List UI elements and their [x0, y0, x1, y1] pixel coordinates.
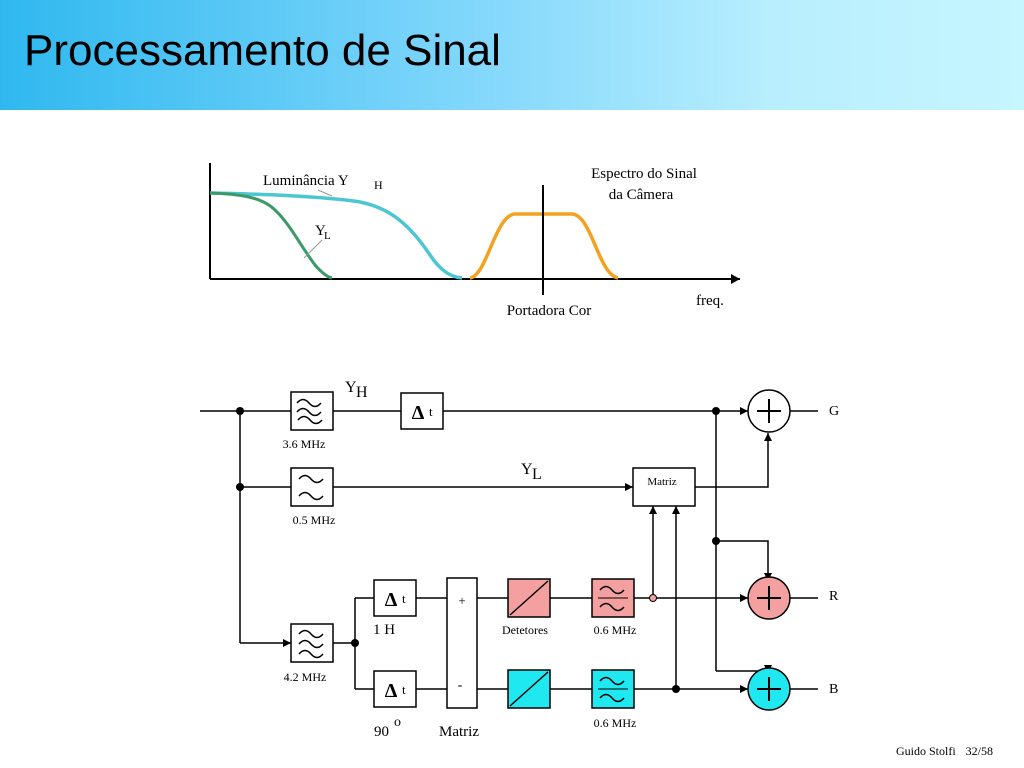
junctions: [236, 407, 720, 693]
yl-subscript: L: [532, 466, 542, 483]
junction-dot: [236, 407, 244, 415]
yl-label: Y: [521, 461, 533, 478]
delay-90: Δ t: [373, 670, 417, 708]
filter-0-5-label: 0.5 MHz: [293, 513, 336, 527]
filter-0-6-bottom-label: 0.6 MHz: [594, 716, 637, 730]
junction-dot: [351, 639, 359, 647]
filter-4-2-label: 4.2 MHz: [284, 670, 327, 684]
junction-dot: [712, 537, 720, 545]
delay-1h: Δ t: [373, 579, 417, 617]
filter-0-6-top-label: 0.6 MHz: [594, 623, 637, 637]
detector-bottom: [507, 669, 551, 709]
luminance-yl-curve: [209, 191, 333, 280]
luminance-yh-curve: [209, 191, 463, 280]
yl-spectrum-subscript: L: [324, 230, 331, 242]
slide-title: Processamento de Sinal: [24, 26, 501, 75]
ninety-label: 90: [374, 724, 389, 740]
camera-spectrum-label-line1: Espectro do Sinal: [591, 166, 697, 182]
delay-90-t: t: [402, 682, 406, 697]
camera-spectrum-label-line2: da Câmera: [609, 187, 674, 203]
title-bar: Processamento de Sinal: [0, 0, 1024, 110]
adder-b: [747, 667, 791, 711]
degree-label: o: [394, 715, 401, 730]
sum-difference-matrix: + -: [446, 577, 478, 709]
filter-3-6mhz: [290, 391, 334, 431]
matrix-plus-sign: +: [458, 593, 465, 608]
junction-dot-r: [649, 594, 657, 602]
yl-spectrum-label: Y: [315, 223, 326, 239]
output-r-label: R: [829, 589, 839, 604]
luminance-leader-line: [317, 189, 333, 197]
delay-90-symbol: Δ: [385, 680, 398, 702]
junction-dot: [236, 483, 244, 491]
junction-dot: [672, 685, 680, 693]
adder-r: [747, 576, 791, 620]
detector-top: [507, 578, 551, 618]
freq-label: freq.: [696, 293, 724, 309]
delay-yh-t: t: [429, 404, 433, 419]
spectrum-graph: Luminância Y H Y L Espectro do Sinal da …: [209, 163, 740, 319]
yh-label: Y: [345, 379, 357, 396]
block-diagram: [200, 407, 818, 693]
filter-0-5mhz: [290, 467, 334, 507]
delay-yh-symbol: Δ: [412, 402, 425, 424]
output-b-label: B: [829, 682, 838, 697]
filter-0-6mhz-bottom: [591, 669, 635, 709]
luminance-label: Luminância Y: [263, 173, 349, 189]
output-matrix-label: Matriz: [647, 476, 676, 488]
footer-page: 32/58: [965, 744, 994, 758]
carrier-label: Portadora Cor: [507, 303, 592, 319]
one-h-label: 1 H: [373, 622, 395, 638]
matrix-label: Matriz: [439, 724, 479, 740]
spectrum-x-axis-arrow: [731, 274, 740, 284]
filter-3-6-label: 3.6 MHz: [283, 437, 326, 451]
filter-4-2mhz: [290, 623, 334, 663]
footer: Guido Stolfi 32/58: [896, 744, 1003, 759]
detectors-label: Detetores: [502, 623, 548, 637]
delay-yh: Δ t: [400, 392, 444, 430]
delay-1h-t: t: [402, 591, 406, 606]
luminance-subscript: H: [374, 178, 383, 192]
junction-dot: [712, 407, 720, 415]
yl-leader-line: [303, 239, 323, 259]
footer-author: Guido Stolfi: [896, 744, 956, 758]
yh-subscript: H: [356, 384, 368, 401]
adder-g: [747, 389, 791, 433]
delay-1h-symbol: Δ: [385, 589, 398, 611]
output-g-label: G: [829, 404, 839, 419]
yh-to-r-adder: [716, 540, 772, 581]
matrix-to-g-adder: [695, 433, 772, 488]
filter-0-6mhz-top: [591, 578, 635, 618]
matrix-minus-sign: -: [458, 678, 463, 693]
output-matrix: Matriz: [632, 467, 696, 507]
